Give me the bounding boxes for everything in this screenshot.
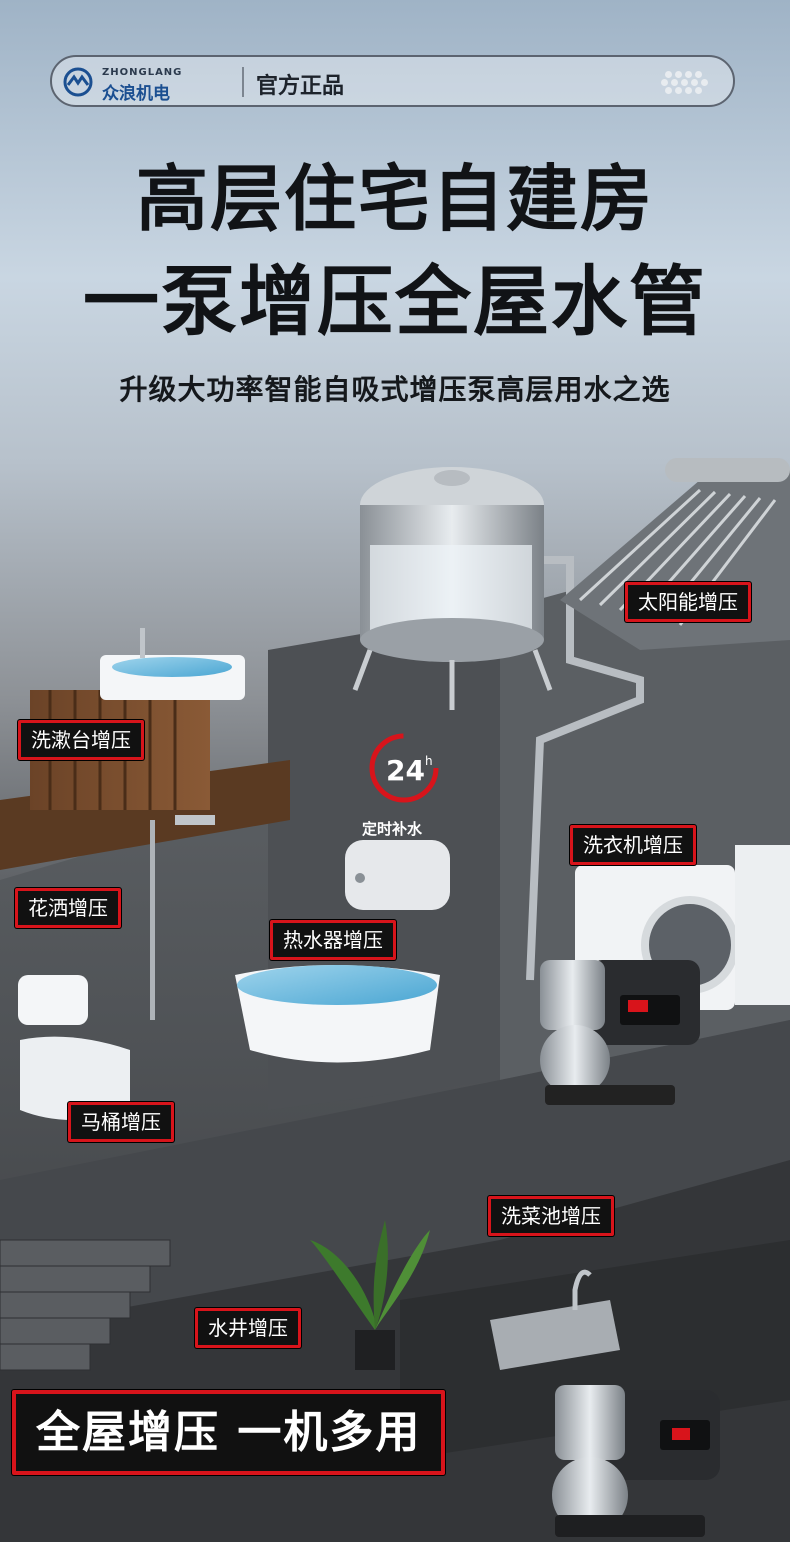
timer-label: 定时补水	[362, 820, 423, 838]
timer-hours: 24	[386, 754, 425, 787]
wood-deck	[0, 760, 290, 870]
headline-line2: 一泵增压全屋水管	[83, 257, 707, 346]
label-solar: 太阳能增压	[625, 582, 751, 622]
brand-tagline: 官方正品	[256, 74, 345, 99]
pump-secondary	[552, 1385, 720, 1537]
timer-ring	[369, 733, 439, 803]
brand-name-cn: 众浪机电	[102, 84, 170, 104]
label-well: 水井增压	[195, 1308, 301, 1348]
brand-name-en: ZHONGLANG	[102, 67, 183, 78]
brand-bar: ZHONGLANG 众浪机电 官方正品	[50, 55, 735, 107]
slogan-badge: 全屋增压 一机多用	[12, 1390, 446, 1476]
headline-line1: 高层住宅自建房	[135, 157, 654, 241]
stairs	[0, 1239, 171, 1371]
water-heater	[345, 840, 450, 910]
label-toilet: 马桶增压	[68, 1102, 174, 1142]
plant	[310, 1220, 430, 1370]
water-pipe	[526, 556, 644, 981]
dots-icon	[661, 69, 713, 95]
brand-divider	[242, 67, 244, 97]
label-kitchen-sink: 洗菜池增压	[488, 1196, 614, 1236]
label-washbasin: 洗漱台增压	[18, 720, 144, 760]
label-shower: 花洒增压	[15, 888, 121, 928]
toilet	[18, 975, 88, 1025]
headline-subtitle: 升级大功率智能自吸式增压泵高层用水之选	[119, 373, 671, 406]
timer-unit: h	[425, 754, 433, 768]
label-washing-machine: 洗衣机增压	[570, 825, 696, 865]
kitchen-sink	[490, 1300, 620, 1370]
shower	[150, 820, 155, 1020]
pump-main	[540, 960, 700, 1105]
label-water-heater: 热水器增压	[270, 920, 396, 960]
brand-logo-icon	[63, 67, 93, 97]
